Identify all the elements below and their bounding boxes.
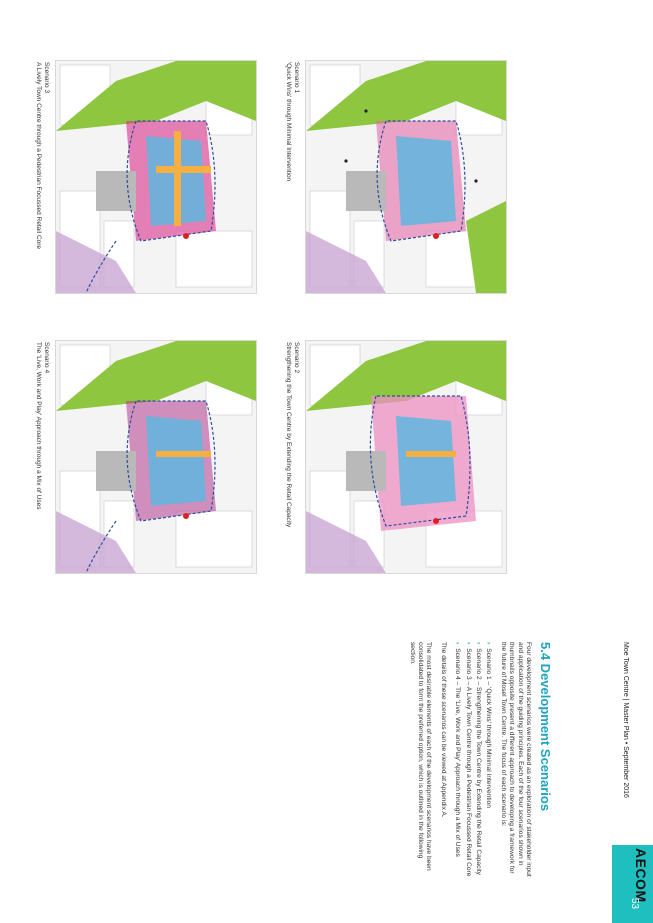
brand-tab bbox=[612, 845, 653, 923]
scenario-list: Scenario 1 – 'Quick Wins' through Minima… bbox=[453, 642, 492, 877]
scenario-title: Strengthening the Town Centre by Extendi… bbox=[285, 342, 292, 528]
scenario-title: A Lively Town Centre through a Pedestria… bbox=[35, 62, 42, 250]
scenario-4-caption: Scenario 4 The 'Live, Work and Play' App… bbox=[34, 342, 50, 509]
scenario-title: 'Quick Wins' through Minimal Interventio… bbox=[285, 62, 292, 182]
development-scenarios-text: 5.4 Development Scenarios Four developme… bbox=[401, 642, 553, 877]
section-title: 5.4 Development Scenarios bbox=[538, 642, 553, 812]
scenario-number: Scenario 2 bbox=[293, 342, 300, 374]
scenario-4-map bbox=[55, 340, 257, 574]
list-item: Scenario 3 – A Lively Town Centre throug… bbox=[463, 642, 472, 877]
page-footer: Moe Town Centre | Master Plan • Septembe… bbox=[622, 642, 629, 798]
scenario-number: Scenario 4 bbox=[43, 342, 50, 374]
scenario-1-map bbox=[305, 60, 507, 294]
scenario-2-caption: Scenario 2 Strengthening the Town Centre… bbox=[284, 342, 300, 527]
list-item: Scenario 4 – The 'Live, Work and Play' A… bbox=[453, 642, 461, 877]
page-number: 53 bbox=[629, 898, 640, 910]
scenario-number: Scenario 1 bbox=[293, 62, 300, 94]
brand-logo: AECOM bbox=[633, 848, 649, 903]
list-item: Scenario 1 – 'Quick Wins' through Minima… bbox=[484, 642, 492, 877]
appendix-note: The details of these scenarios can be vi… bbox=[439, 642, 447, 818]
scenario-1-caption: Scenario 1 'Quick Wins' through Minimal … bbox=[284, 62, 300, 181]
scenario-3-map bbox=[55, 60, 257, 294]
scenario-number: Scenario 3 bbox=[43, 62, 50, 94]
scenario-title: The 'Live, Work and Play' Approach throu… bbox=[35, 342, 42, 510]
list-item: Scenario 2 – Strengthening the Town Cent… bbox=[474, 642, 482, 877]
intro-paragraph: Four development scenarios were created … bbox=[499, 642, 532, 877]
scenario-2-map bbox=[305, 340, 507, 574]
conclusion-paragraph: The most desirable elements of each of t… bbox=[408, 642, 433, 871]
scenario-3-caption: Scenario 3 A Lively Town Centre through … bbox=[34, 62, 50, 249]
